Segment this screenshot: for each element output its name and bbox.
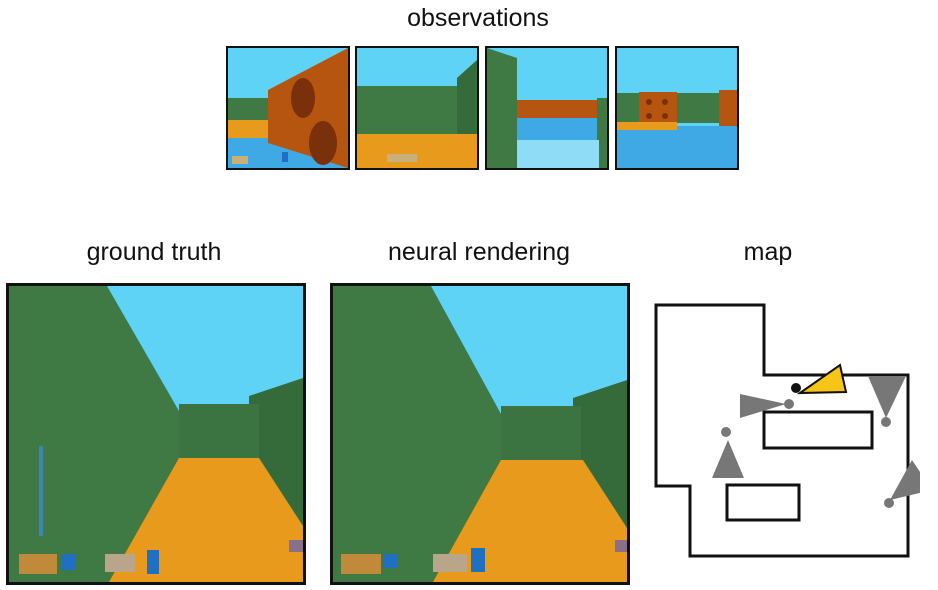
observation-frame-1 [226, 46, 350, 170]
observation-frame-4 [615, 46, 739, 170]
neural-rendering-title: neural rendering [387, 238, 571, 266]
observations-title: observations [407, 4, 549, 32]
gray-agent-3-marker [712, 440, 744, 478]
map-title: map [743, 238, 793, 266]
neural-rendering-frame [330, 283, 630, 585]
gray-agent-4-marker [890, 460, 920, 500]
map-panel [650, 300, 920, 562]
observation-frame-2 [355, 46, 479, 170]
gray-agent-1-marker [740, 394, 786, 418]
ground-truth-title: ground truth [86, 238, 222, 266]
ground-truth-frame [6, 283, 306, 585]
map-obstacle-1 [762, 410, 874, 450]
observation-frame-3 [485, 46, 609, 170]
highlighted-agent-marker [796, 363, 848, 395]
map-obstacle-2 [725, 483, 801, 522]
gray-agent-2-marker [868, 376, 906, 418]
